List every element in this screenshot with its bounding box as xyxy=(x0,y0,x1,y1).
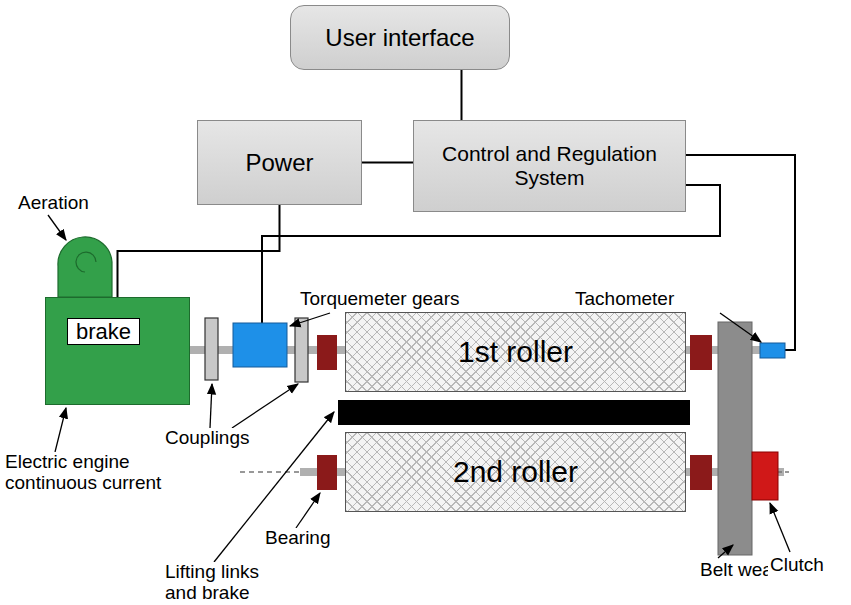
part-label: Torquemeter gears xyxy=(298,289,461,310)
lifting-bar xyxy=(338,400,690,425)
bearing xyxy=(690,335,712,370)
coupling xyxy=(205,318,218,380)
part-label: Electric engine continuous current xyxy=(3,452,167,494)
node-text: Power xyxy=(237,149,321,177)
connector xyxy=(118,205,280,297)
part-label: Clutch xyxy=(768,555,826,576)
part-label: Aeration xyxy=(16,193,91,214)
node-text: 1st roller xyxy=(450,335,581,370)
power-box: Power xyxy=(197,120,362,205)
node-text: User interface xyxy=(317,24,482,52)
fan-spiral xyxy=(76,252,96,272)
roller: 2nd roller xyxy=(345,432,686,512)
shaft-dashed xyxy=(778,471,792,473)
interface-box: User interface xyxy=(290,5,510,70)
torquemeter xyxy=(233,323,287,367)
connector xyxy=(461,70,463,120)
tachometer xyxy=(760,343,785,358)
part-label: Tachometer xyxy=(573,289,676,310)
part-label: Couplings xyxy=(163,428,252,449)
part-label: Lifting links and brake xyxy=(163,562,277,604)
motor-body: brake xyxy=(45,297,190,405)
wire xyxy=(678,155,795,350)
belt xyxy=(718,322,752,555)
node-text: Control and Regulation System xyxy=(414,142,685,190)
coupling xyxy=(295,318,308,382)
bearing xyxy=(690,455,712,490)
bearing xyxy=(317,455,337,490)
fan xyxy=(58,237,112,297)
connector xyxy=(362,162,413,164)
part-label: Bearing xyxy=(263,528,333,549)
bearing xyxy=(317,335,337,370)
node-text: 2nd roller xyxy=(445,455,586,490)
clutch xyxy=(752,452,778,500)
roller: 1st roller xyxy=(345,312,686,392)
node-text: brake xyxy=(67,318,140,345)
control-box: Control and Regulation System xyxy=(413,120,686,212)
